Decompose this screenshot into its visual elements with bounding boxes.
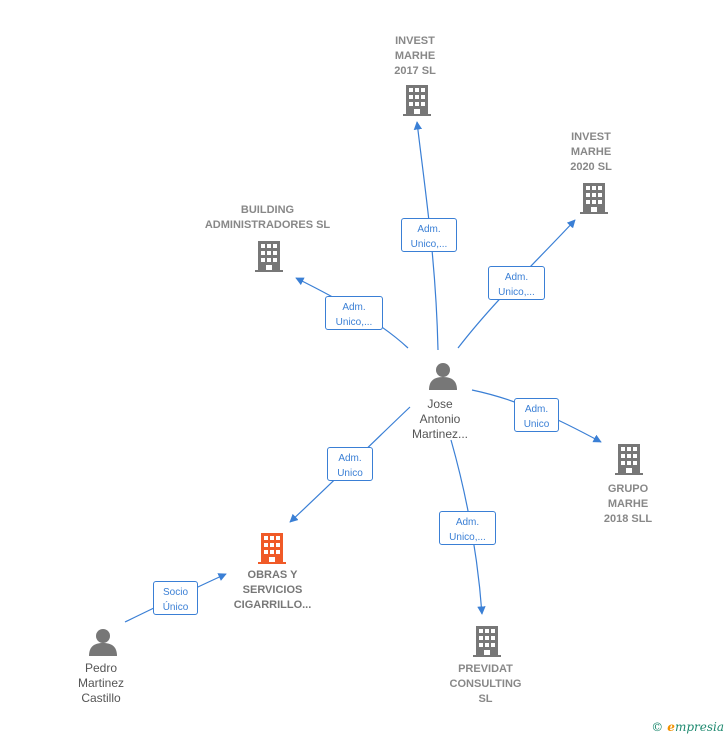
- brand-name: mpresia: [674, 720, 724, 734]
- node-label-obras[interactable]: OBRAS Y SERVICIOS CIGARRILLO...: [233, 569, 312, 611]
- empresia-watermark: ©empresia: [651, 720, 724, 734]
- edge-label-jose-invest2020[interactable]: Adm. Unico,...: [488, 266, 545, 300]
- building-icon[interactable]: [473, 626, 501, 657]
- building-icon[interactable]: [615, 444, 643, 475]
- building-icon[interactable]: [403, 85, 431, 116]
- node-label-grupo-marhe[interactable]: GRUPO MARHE 2018 SLL: [603, 483, 653, 525]
- node-label-jose[interactable]: Jose Antonio Martinez...: [411, 397, 468, 441]
- building-icon[interactable]: [580, 183, 608, 214]
- building-icon[interactable]: [258, 533, 286, 564]
- brand-initial: e: [667, 720, 675, 734]
- node-label-previdat[interactable]: PREVIDAT CONSULTING SL: [449, 663, 522, 705]
- edge-label-pedro-obras[interactable]: Socio Único: [153, 581, 198, 615]
- edge-label-jose-grupo[interactable]: Adm. Unico: [514, 398, 559, 432]
- node-label-pedro[interactable]: Pedro Martinez Castillo: [77, 661, 124, 705]
- building-icon[interactable]: [255, 241, 283, 272]
- edge-label-jose-building[interactable]: Adm. Unico,...: [325, 296, 383, 330]
- node-label-building-admin[interactable]: BUILDING ADMINISTRADORES SL: [204, 204, 331, 231]
- edge-label-jose-previdat[interactable]: Adm. Unico,...: [439, 511, 496, 545]
- edge-label-jose-obras[interactable]: Adm. Unico: [327, 447, 373, 481]
- node-label-invest-2017[interactable]: INVEST MARHE 2017 SL: [394, 35, 436, 77]
- person-icon[interactable]: [429, 363, 457, 390]
- copyright-symbol: ©: [651, 720, 664, 734]
- edge-label-jose-invest2017[interactable]: Adm. Unico,...: [401, 218, 457, 252]
- person-icon[interactable]: [89, 629, 117, 656]
- node-label-invest-2020[interactable]: INVEST MARHE 2020 SL: [570, 131, 612, 173]
